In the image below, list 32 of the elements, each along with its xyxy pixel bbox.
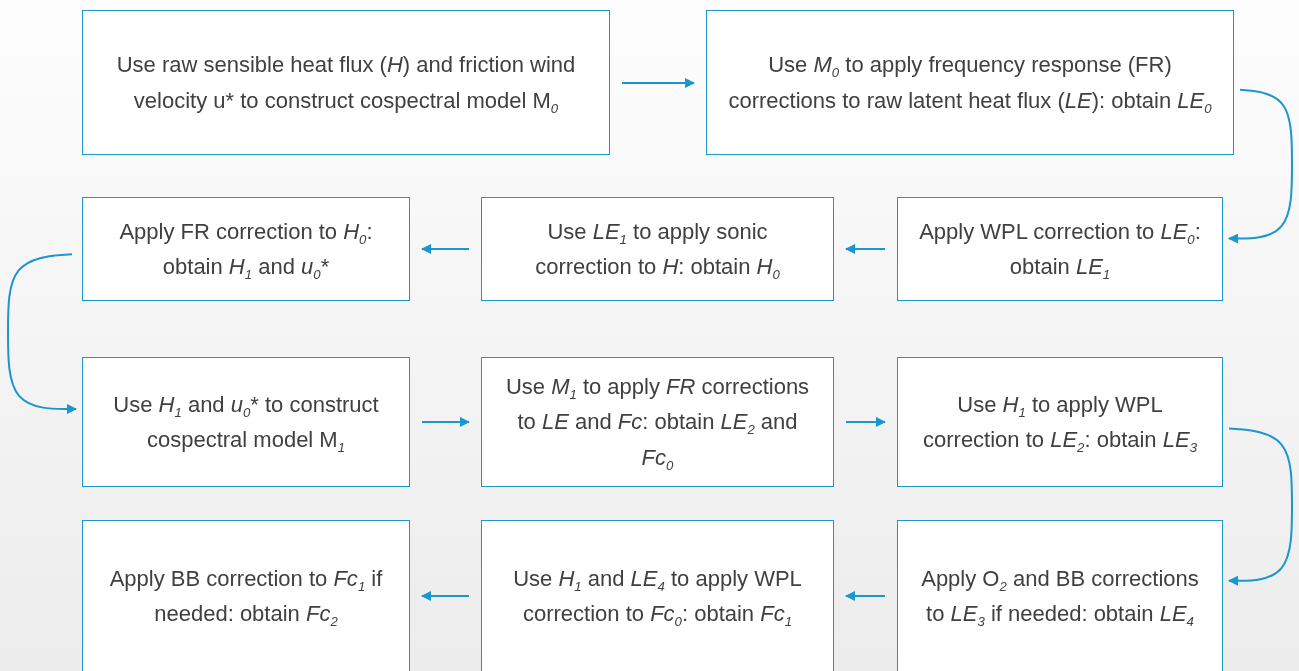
arrow — [621, 78, 695, 88]
process-box — [481, 357, 834, 487]
process-box — [897, 197, 1223, 301]
step-text: Use raw sensible heat flux (H) and friction wind velocity u* to construct cospectral model M$_{0}$ — [115, 51, 577, 118]
process-box — [82, 10, 610, 155]
step-text: Use M$_{0}$ to apply frequency response (FR) corrections to raw latent heat flux (LE): obtain LE$_{0}$ — [727, 51, 1213, 118]
arrow — [845, 244, 886, 254]
process-box — [82, 357, 410, 487]
arrow — [421, 244, 470, 254]
arrow — [1228, 88, 1293, 244]
step-text: Use H$_{1}$ and LE$_{4}$ to apply WPL correction to Fc$_{0}$: obtain Fc$_{1}$ — [512, 564, 803, 632]
step-text: Apply FR correction to H$_{0}$: obtain H$_{1}$ and u$_{0}$* — [118, 217, 374, 285]
step-text: Apply O$_{2}$ and BB corrections to LE$_{3}$ if needed: obtain LE$_{4}$ — [920, 564, 1200, 632]
process-box — [82, 520, 410, 671]
arrow — [845, 417, 886, 427]
arrow — [421, 591, 470, 601]
arrow — [1228, 427, 1293, 586]
process-box — [897, 520, 1223, 671]
process-box — [706, 10, 1234, 155]
process-box — [481, 520, 834, 671]
step-text: Apply BB correction to Fc$_{1}$ if needed: obtain Fc$_{2}$ — [108, 564, 384, 632]
step-text: Apply WPL correction to LE$_{0}$: obtain LE$_{1}$ — [918, 217, 1202, 285]
arrow — [421, 417, 470, 427]
arrow — [845, 591, 886, 601]
step-text: Use H$_{1}$ to apply WPL correction to LE$_{2}$: obtain LE$_{3}$ — [922, 390, 1198, 458]
arrow — [7, 253, 77, 414]
step-text: Use M$_{1}$ to apply FR corrections to LE and Fc: obtain LE$_{2}$ and Fc$_{0}$ — [504, 373, 811, 475]
process-box — [897, 357, 1223, 487]
step-text: Use LE$_{1}$ to apply sonic correction to H: obtain H$_{0}$ — [534, 217, 781, 285]
process-box — [481, 197, 834, 301]
process-box — [82, 197, 410, 301]
step-text: Use H$_{1}$ and u$_{0}$* to construct cospectral model M$_{1}$ — [112, 390, 380, 458]
